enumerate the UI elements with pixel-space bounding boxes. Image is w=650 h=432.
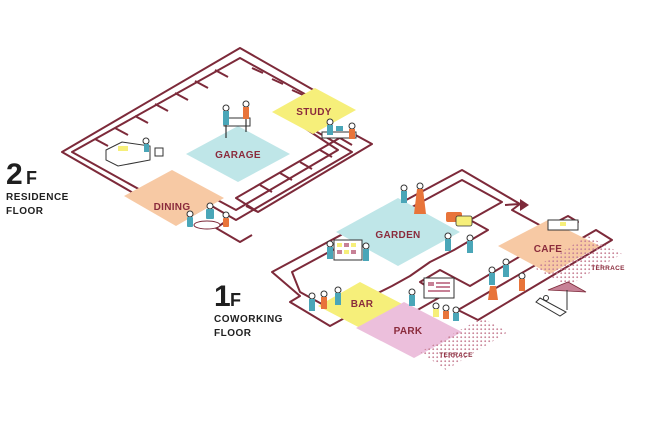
- cafe-arrow-icon: [520, 199, 529, 211]
- first-floor-line1: COWORKING: [214, 314, 283, 325]
- garage-people-icon: [222, 100, 251, 138]
- zone-label-park: PARK: [394, 326, 423, 337]
- garden-people-icon: [400, 182, 474, 253]
- zone-garage[interactable]: [186, 126, 290, 182]
- bar-people-icon: [308, 286, 342, 311]
- second-floor-unit: F: [26, 168, 37, 188]
- first-floor-label: 1 F COWORKING FLOOR: [214, 280, 283, 339]
- zone-label-dining: DINING: [154, 202, 191, 213]
- second-floor-lower-corridor: [235, 131, 373, 213]
- zone-study[interactable]: [272, 88, 356, 134]
- first-floor-line2: FLOOR: [214, 328, 252, 339]
- chat-bubble-icon: [446, 212, 473, 227]
- sofa-icon: [105, 137, 164, 167]
- zone-dining[interactable]: [124, 170, 224, 226]
- second-floor-stripes: [94, 67, 304, 147]
- zone-label-cafe: CAFE: [534, 244, 562, 255]
- presentation-screen-icon: [423, 277, 455, 299]
- second-floor-lower-stripes: [259, 137, 353, 193]
- dining-people-icon: [186, 202, 230, 227]
- dining-table-icon: [193, 220, 221, 230]
- zone-label-garage: GARAGE: [215, 150, 261, 161]
- zone-cafe[interactable]: [498, 220, 600, 274]
- cafe-connector: [504, 203, 521, 206]
- terrace-label-cafe: TERRACE: [591, 265, 625, 272]
- deck-chair-icon: [535, 295, 567, 317]
- first-floor-outline: [271, 169, 579, 327]
- study-people-icon: [321, 118, 357, 139]
- second-floor-line2: FLOOR: [6, 206, 44, 217]
- zone-label-bar: BAR: [351, 299, 374, 310]
- first-floor-unit: F: [230, 290, 241, 310]
- first-floor-number: 1: [214, 280, 231, 313]
- sticky-board-icon: [326, 239, 370, 261]
- park-audience-icon: [408, 288, 460, 321]
- terrace-label-park: TERRACE: [439, 352, 473, 359]
- second-floor-label: 2 F RESIDENCE FLOOR: [6, 158, 69, 217]
- park-terrace: [420, 318, 508, 370]
- second-floor-number: 2: [6, 158, 23, 191]
- zone-label-garden: GARDEN: [375, 230, 420, 241]
- second-floor-line1: RESIDENCE: [6, 192, 69, 203]
- umbrella-icon: [547, 281, 587, 310]
- second-floor-stair: [215, 219, 253, 243]
- cafe-terrace: [534, 236, 622, 286]
- cafe-people-icon: [488, 219, 579, 300]
- zone-label-study: STUDY: [296, 107, 331, 118]
